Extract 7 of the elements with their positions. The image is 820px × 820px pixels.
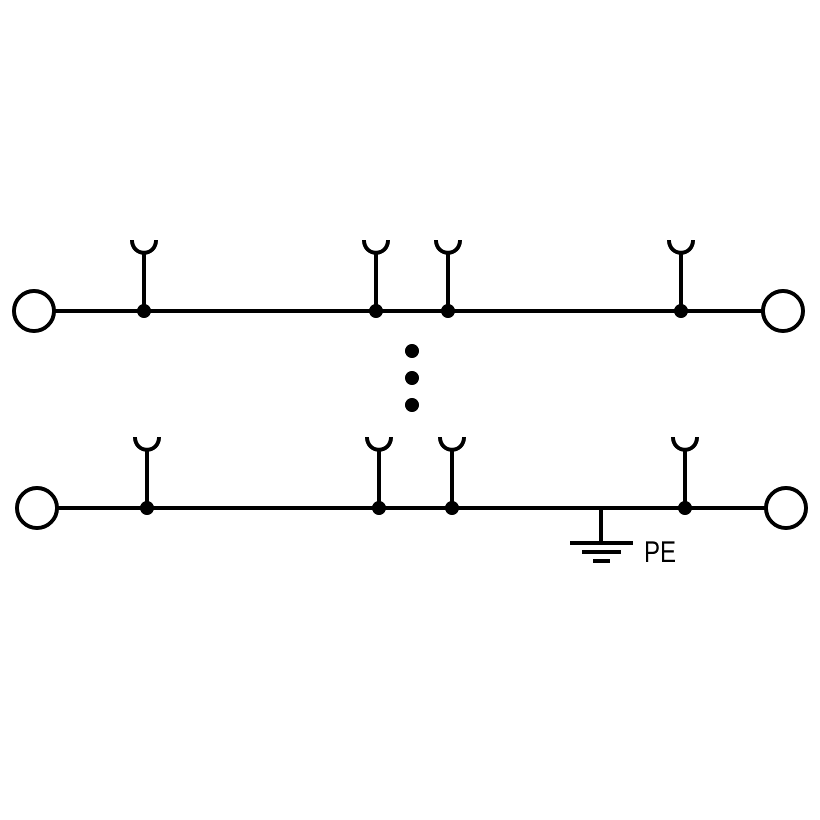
terminal-circle xyxy=(764,486,808,530)
terminal-circle xyxy=(15,486,59,530)
terminal-circle xyxy=(761,289,805,333)
terminal-circle xyxy=(12,289,56,333)
conductor-line xyxy=(58,506,765,510)
ground-label: PE xyxy=(644,538,676,568)
conductor-line xyxy=(55,309,762,313)
